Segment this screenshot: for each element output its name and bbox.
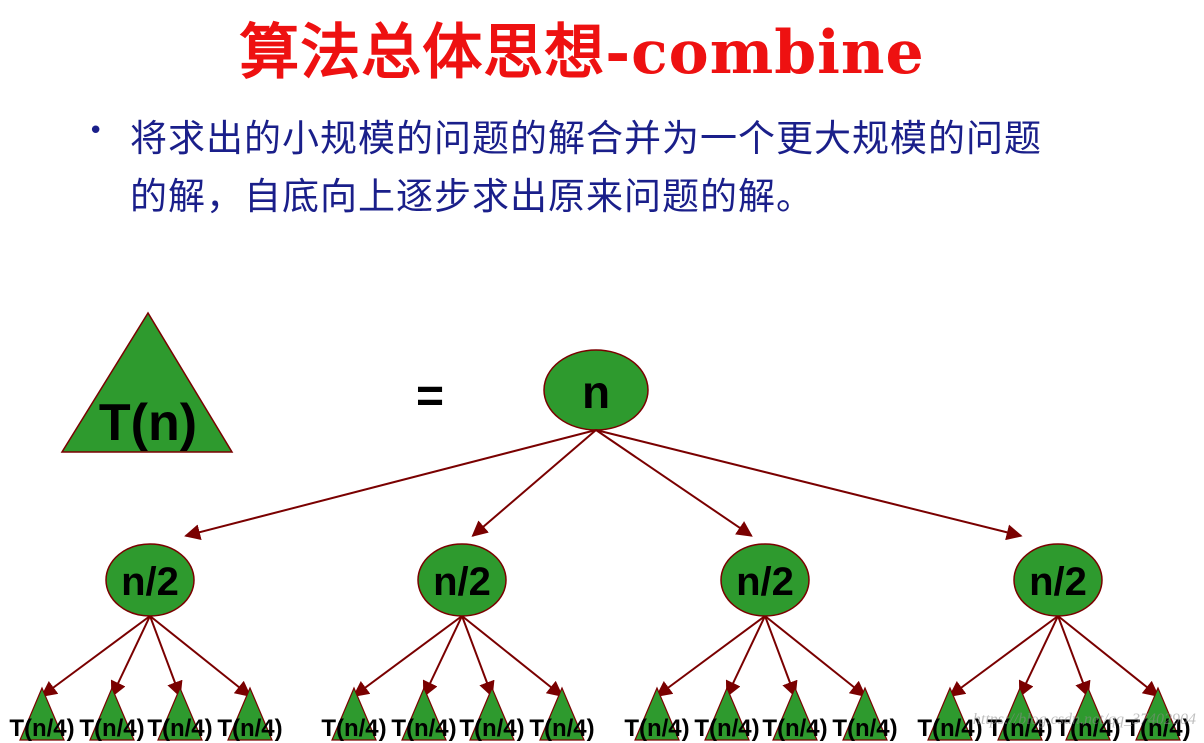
bullet-icon: • [88, 116, 104, 146]
edge-child-3-to-leaf-1 [655, 615, 766, 697]
edge-child-1-to-leaf-2 [110, 615, 151, 698]
leaf-label-4-3: T(n/4) [1055, 715, 1120, 742]
leaf-label-3-2: T(n/4) [694, 715, 759, 742]
root-edges [40, 429, 1160, 698]
leaf-label-1-3: T(n/4) [147, 715, 212, 742]
edge-root-to-child-3 [595, 429, 753, 537]
leaf-triangle-2-4 [539, 686, 585, 741]
legend-triangle-label: T(n) [99, 394, 197, 452]
leaf-label-4-2: T(n/4) [987, 715, 1052, 742]
edge-child-4-to-leaf-3 [1057, 615, 1091, 698]
leaf-label-1-2: T(n/4) [79, 715, 144, 742]
leaf-triangle-1-1 [19, 686, 65, 741]
child-node-label-2: n/2 [433, 560, 491, 604]
edge-root-to-child-1 [184, 429, 597, 540]
edge-child-1-to-leaf-4 [149, 615, 252, 697]
leaf-label-2-4: T(n/4) [529, 715, 594, 742]
leaf-triangle-2-3 [469, 686, 515, 741]
edge-child-2-to-leaf-4 [461, 615, 564, 697]
equals-sign: = [416, 370, 444, 423]
edge-child-1-to-leaf-1 [40, 615, 151, 697]
leaf-triangle-1-4 [227, 686, 273, 741]
child-node-1 [105, 543, 195, 617]
leaf-triangle-4-1 [927, 686, 973, 741]
edge-child-2-to-leaf-1 [352, 615, 463, 697]
leaf-label-4-4: T(n/4) [1125, 715, 1190, 742]
edge-child-2-to-leaf-2 [422, 615, 463, 698]
child-node-label-3: n/2 [736, 560, 794, 604]
leaf-label-3-4: T(n/4) [832, 715, 897, 742]
child-node-4 [1013, 543, 1103, 617]
leaf-label-2-3: T(n/4) [459, 715, 524, 742]
leaf-triangle-1-3 [157, 686, 203, 741]
leaf-label-2-1: T(n/4) [321, 715, 386, 742]
leaf-triangle-4-3 [1065, 686, 1111, 741]
legend-triangle [60, 311, 234, 453]
edge-child-2-to-leaf-3 [461, 615, 495, 698]
edge-root-to-child-4 [595, 429, 1023, 541]
leaf-triangle-2-2 [401, 686, 447, 741]
leaf-triangle-2-1 [331, 686, 377, 741]
leaf-triangle-4-4 [1135, 686, 1181, 741]
leaf-label-4-1: T(n/4) [917, 715, 982, 742]
edge-child-4-to-leaf-1 [948, 615, 1059, 697]
leaf-triangle-3-1 [634, 686, 680, 741]
page-title: 算法总体思想-combine [239, 18, 925, 88]
leaf-label-2-2: T(n/4) [391, 715, 456, 742]
leaf-triangle-3-2 [704, 686, 750, 741]
child-node-label-4: n/2 [1029, 560, 1087, 604]
leaf-label-3-3: T(n/4) [762, 715, 827, 742]
edge-child-4-to-leaf-4 [1057, 615, 1160, 697]
bullet-text: 将求出的小规模的问题的解合并为一个更大规模的问题的解，自底向上逐步求出原来问题的… [130, 117, 1042, 218]
leaf-label-3-1: T(n/4) [624, 715, 689, 742]
leaf-label-1-4: T(n/4) [217, 715, 282, 742]
watermark: https://blog.csdn.net/qq_37402904 [972, 711, 1196, 728]
child-node-label-1: n/2 [121, 560, 179, 604]
leaf-triangle-4-2 [997, 686, 1043, 741]
edge-root-to-child-2 [471, 429, 597, 537]
child-node-3 [720, 543, 810, 617]
leaf-triangle-3-3 [772, 686, 818, 741]
leaf-triangle-1-2 [89, 686, 135, 741]
child-node-2 [417, 543, 507, 617]
edge-child-3-to-leaf-3 [764, 615, 798, 698]
child-nodes: n/2T(n/4)T(n/4)T(n/4)T(n/4)n/2T(n/4)T(n/… [9, 543, 1191, 742]
edge-child-3-to-leaf-2 [725, 615, 766, 698]
leaf-triangle-3-4 [842, 686, 888, 741]
root-node-label: n [582, 366, 610, 418]
leaf-label-1-1: T(n/4) [9, 715, 74, 742]
edge-child-1-to-leaf-3 [149, 615, 183, 698]
edge-child-4-to-leaf-2 [1018, 615, 1059, 698]
edge-child-3-to-leaf-4 [764, 615, 867, 697]
